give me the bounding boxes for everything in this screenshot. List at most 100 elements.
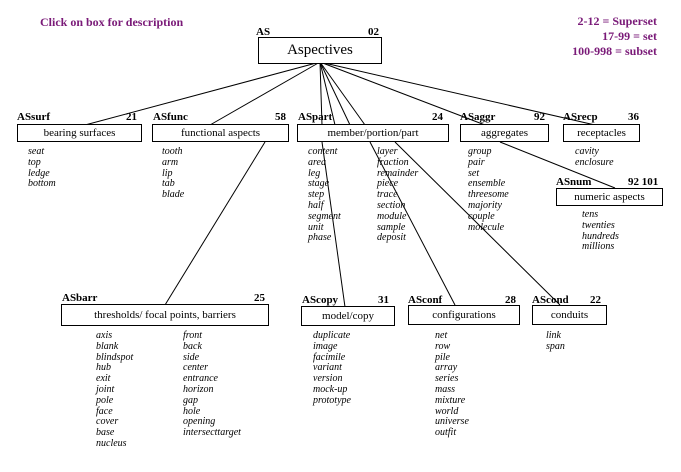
aggregates-terms: group pair set ensemble threesome majori… — [468, 146, 509, 233]
term: arm — [162, 156, 179, 168]
term: image — [313, 340, 338, 352]
aggregates-label: aggregates — [480, 127, 529, 139]
conduits-box[interactable]: conduits — [532, 305, 607, 325]
member-portion-part-box[interactable]: member/portion/part — [297, 124, 449, 142]
term: front — [183, 330, 203, 341]
term: world — [435, 405, 459, 417]
term: entrance — [183, 373, 218, 385]
legend-set: 17-99 = set — [602, 29, 657, 43]
term: molecule — [468, 221, 505, 233]
term: span — [546, 340, 565, 352]
bearing-surfaces-terms: seat top ledge bottom — [28, 146, 56, 190]
term: mass — [435, 383, 456, 395]
recp-code: ASrecp — [563, 111, 598, 123]
root-code: AS — [256, 26, 271, 38]
term: area — [308, 156, 326, 168]
configurations-label: configurations — [432, 309, 496, 321]
func-number: 58 — [275, 111, 286, 123]
configurations-box[interactable]: configurations — [408, 305, 520, 325]
term: gap — [183, 394, 198, 406]
term: majority — [468, 199, 502, 211]
term: ensemble — [468, 178, 506, 190]
term: center — [183, 362, 208, 374]
term: stage — [308, 178, 330, 190]
part-number: 24 — [432, 111, 443, 123]
term: blank — [96, 340, 119, 352]
term: couple — [468, 210, 495, 222]
term: hub — [96, 362, 111, 374]
term: exit — [96, 373, 111, 385]
copy-code: AScopy — [302, 294, 339, 306]
receptacles-terms: cavity enclosure — [575, 146, 614, 169]
aspectives-box[interactable]: Aspectives — [258, 37, 382, 64]
model-copy-terms: duplicate image facimile variant version… — [313, 330, 351, 407]
term: row — [435, 340, 451, 352]
term: segment — [308, 210, 341, 222]
model-copy-box[interactable]: model/copy — [301, 306, 395, 326]
term: back — [183, 340, 202, 352]
term: module — [377, 210, 407, 222]
term: pole — [96, 394, 114, 406]
term: universe — [435, 416, 469, 428]
term: horizon — [183, 383, 214, 395]
term: prototype — [313, 394, 351, 406]
term: hole — [183, 405, 201, 417]
numeric-aspects-terms: tens twenties hundreds millions — [582, 209, 619, 253]
member-portion-part-terms-col2: layer fraction remainder piece trace sec… — [377, 146, 418, 244]
term: array — [435, 362, 458, 374]
numeric-aspects-box[interactable]: numeric aspects — [556, 188, 663, 206]
term: bottom — [28, 178, 56, 190]
thresholds-label: thresholds/ focal points, barriers — [94, 309, 236, 321]
term: piece — [377, 178, 399, 190]
term: pile — [435, 351, 450, 363]
term: tooth — [162, 146, 183, 157]
term: blade — [162, 189, 185, 201]
term: link — [546, 330, 561, 341]
term: side — [183, 351, 200, 363]
term: sample — [377, 221, 406, 233]
numeric-aspects-label: numeric aspects — [574, 191, 645, 203]
func-code: ASfunc — [153, 111, 188, 123]
term: tens — [582, 209, 599, 220]
edge-aggr-num — [499, 141, 616, 189]
thresholds-terms-col2: front back side center entrance horizon … — [183, 330, 241, 439]
legend-subset: 100-998 = subset — [572, 44, 657, 58]
term: cover — [96, 416, 119, 428]
term: threesome — [468, 189, 509, 201]
term: phase — [308, 232, 332, 244]
edge-root-surf — [84, 61, 321, 126]
term: joint — [96, 383, 115, 395]
receptacles-box[interactable]: receptacles — [563, 124, 640, 142]
term: intersecttarget — [183, 427, 241, 439]
term: trace — [377, 189, 398, 201]
term: outfit — [435, 427, 457, 439]
receptacles-label: receptacles — [577, 127, 626, 139]
edge-root-recp — [319, 61, 596, 126]
term: section — [377, 199, 406, 211]
functional-aspects-box[interactable]: functional aspects — [152, 124, 289, 142]
num-number: 92 101 — [628, 176, 659, 188]
cond-code: AScond — [532, 294, 569, 306]
term: version — [313, 373, 343, 385]
edge-root-part-d — [319, 61, 366, 126]
edge-root-part-b — [319, 61, 336, 126]
aggregates-box[interactable]: aggregates — [460, 124, 549, 142]
term: millions — [582, 241, 615, 253]
functional-aspects-label: functional aspects — [180, 127, 261, 139]
term: base — [96, 427, 115, 439]
term: facimile — [313, 351, 346, 363]
conduits-terms: link span — [546, 330, 565, 353]
copy-number: 31 — [378, 294, 389, 306]
term: enclosure — [575, 156, 614, 168]
edge-root-part-a — [319, 61, 323, 126]
barr-code: ASbarr — [62, 292, 98, 304]
legend-superset: 2-12 = Superset — [577, 14, 658, 28]
thresholds-box[interactable]: thresholds/ focal points, barriers — [61, 304, 269, 326]
conf-code: ASconf — [408, 294, 443, 306]
bearing-surfaces-box[interactable]: bearing surfaces — [17, 124, 142, 142]
term: lip — [162, 167, 173, 179]
num-code: ASnum — [556, 176, 592, 188]
surf-number: 21 — [126, 111, 137, 123]
term: duplicate — [313, 330, 351, 341]
aggr-code: ASaggr — [460, 111, 496, 123]
